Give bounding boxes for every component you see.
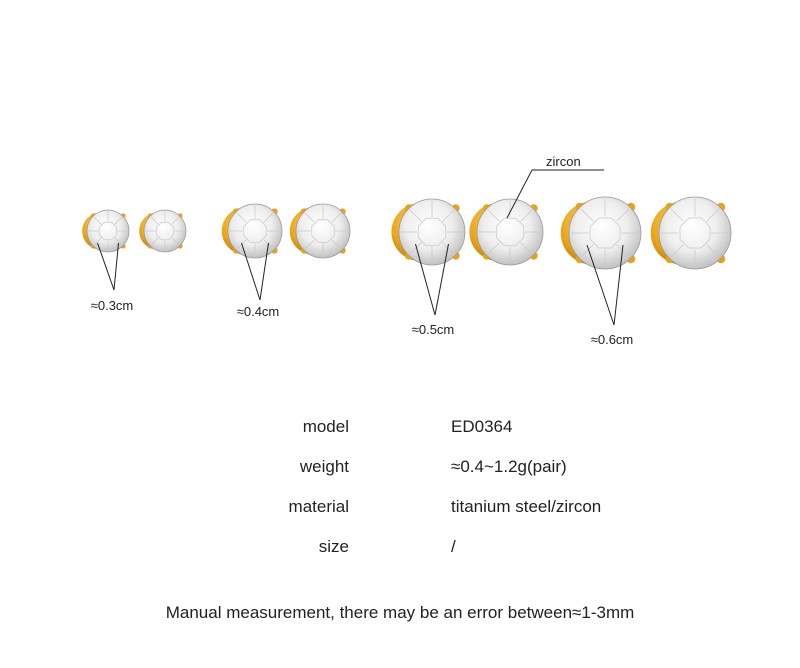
measurement-disclaimer: Manual measurement, there may be an erro… <box>165 603 635 622</box>
gem-facet-line <box>93 237 102 246</box>
gem-table <box>311 219 335 243</box>
gem-table <box>155 221 175 241</box>
gem-facet-line <box>520 209 533 222</box>
gem-facet-line <box>331 212 342 223</box>
gem-facet-line <box>304 239 315 250</box>
gem-facet-line <box>670 208 684 222</box>
size-4-measure-line-right <box>613 244 624 326</box>
gem-facets <box>400 200 464 264</box>
size-1-label: ≈0.3cm <box>91 298 134 313</box>
stud-earring-3-left <box>391 198 466 266</box>
size-2-measure-line-left <box>241 242 261 301</box>
gem-facet-line <box>93 216 102 225</box>
spec-row-weight: weight ≈0.4~1.2g(pair) <box>0 452 800 482</box>
spec-key-weight: weight <box>299 457 349 476</box>
gem-facet-line <box>487 242 500 255</box>
gem-table <box>417 217 447 247</box>
stud-earring-1-left <box>82 209 130 253</box>
gem-facet-line <box>304 212 315 223</box>
spec-value-size: / <box>451 537 456 556</box>
spec-key-model: model <box>302 417 349 436</box>
zircon-label: zircon <box>546 154 581 169</box>
size-2-measure-line-right <box>259 242 269 301</box>
gem-facet-line <box>236 212 247 223</box>
stud-earring-4-left <box>560 196 642 270</box>
gem-facet-line <box>580 244 594 258</box>
gem-facet-line <box>706 208 720 222</box>
size-4-label: ≈0.6cm <box>591 332 634 347</box>
gem-facet-line <box>442 209 455 222</box>
gem-facet-line <box>331 239 342 250</box>
size-1-measure-line-left <box>97 242 115 291</box>
size-2-label: ≈0.4cm <box>237 304 280 319</box>
gem-facets <box>297 205 349 257</box>
gem-facet-line <box>409 242 422 255</box>
gem-facet-line <box>580 208 594 222</box>
stud-earring-1-right <box>139 209 187 253</box>
spec-key-material: material <box>288 497 349 516</box>
gem-facet-line <box>171 216 180 225</box>
gem-facet-line <box>114 237 123 246</box>
gem-facets <box>660 198 730 268</box>
gem-facet-line <box>263 212 274 223</box>
spec-row-size: size / <box>0 532 800 562</box>
gem-facet-line <box>442 242 455 255</box>
size-3-measure-line-left <box>415 243 436 316</box>
stud-earring-4-right <box>650 196 732 270</box>
gem-facet-line <box>520 242 533 255</box>
zircon-callout-line <box>506 169 533 219</box>
gem-facet-line <box>409 209 422 222</box>
size-3-label: ≈0.5cm <box>412 322 455 337</box>
gem-facet-line <box>150 237 159 246</box>
gem-facet-line <box>171 237 180 246</box>
gem-facet-line <box>150 216 159 225</box>
spec-value-model: ED0364 <box>451 417 513 436</box>
gem-facet-line <box>706 244 720 258</box>
spec-value-material: titanium steel/zircon <box>451 497 602 516</box>
gem-facet-line <box>670 244 684 258</box>
spec-key-size: size <box>318 537 349 556</box>
spec-row-model: model ED0364 <box>0 412 800 442</box>
gem-facets <box>145 211 185 251</box>
spec-row-material: material titanium steel/zircon <box>0 492 800 522</box>
size-4-measure-line-left <box>586 244 615 326</box>
gem-table <box>679 217 711 249</box>
gem-facets <box>478 200 542 264</box>
gem-facets <box>88 211 128 251</box>
gem-table <box>589 217 621 249</box>
zircon-annotation: zircon <box>506 154 604 219</box>
stud-earring-3-right <box>469 198 544 266</box>
stud-earring-2-right <box>289 203 351 259</box>
gem-facet-line <box>616 208 630 222</box>
gem-table <box>495 217 525 247</box>
gem-facet-line <box>114 216 123 225</box>
size-1-measure-line-right <box>113 242 119 291</box>
gem-facets <box>570 198 640 268</box>
gem-table <box>98 221 118 241</box>
earring-size-illustration: ≈0.3cm ≈0.4cm ≈0.5cm ≈0.6cm zircon <box>82 154 732 347</box>
stud-earring-2-left <box>221 203 283 259</box>
size-3-measure-line-right <box>434 243 449 316</box>
gem-table <box>243 219 267 243</box>
spec-value-weight: ≈0.4~1.2g(pair) <box>451 457 567 476</box>
gem-facet-line <box>487 209 500 222</box>
